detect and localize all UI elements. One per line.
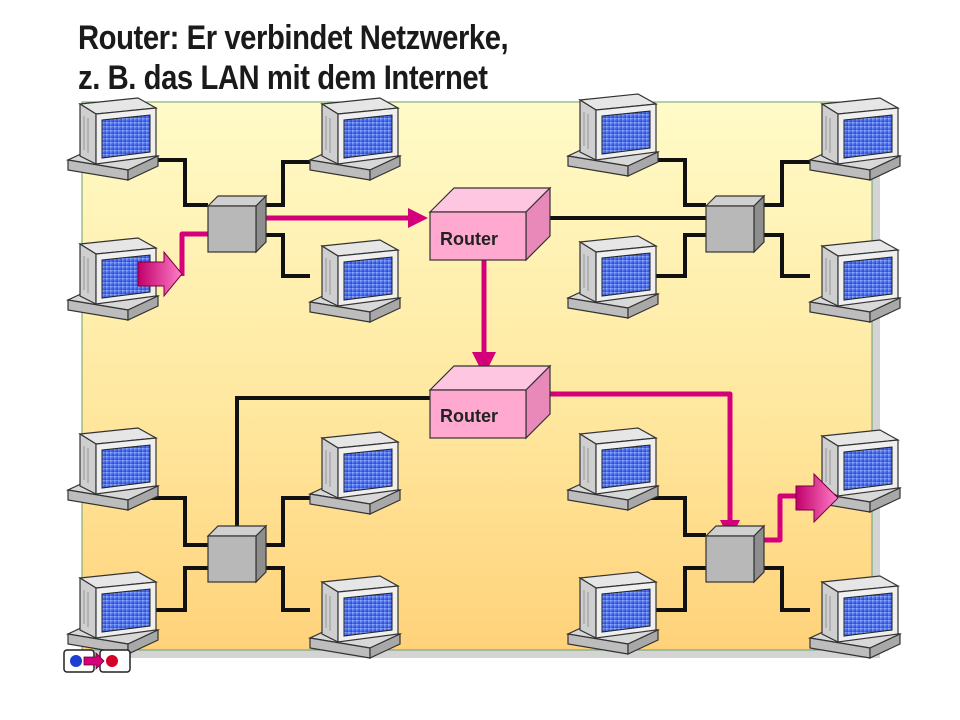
computer-icon: [67, 97, 159, 181]
hub-top-right: [705, 195, 765, 253]
computer-icon: [567, 93, 659, 177]
slide-title: Router: Er verbindet Netzwerke, z. B. da…: [78, 18, 509, 98]
computer-icon: [309, 575, 401, 659]
computer-icon: [567, 235, 659, 319]
computer-icon: [809, 575, 901, 659]
computer-icon: [809, 97, 901, 181]
slide-title-line-1: Router: Er verbindet Netzwerke,: [78, 19, 509, 57]
computer-icon: [67, 571, 159, 655]
slide-title-line-2: z. B. das LAN mit dem Internet: [78, 59, 488, 97]
packet-destination-arrow-icon: [795, 472, 839, 524]
slide-navigation-icon[interactable]: [63, 649, 131, 673]
hub-bottom-right: [705, 525, 765, 583]
computer-icon: [809, 239, 901, 323]
router-top-label: Router: [440, 229, 498, 249]
computer-icon: [567, 571, 659, 655]
computer-icon: [309, 97, 401, 181]
computer-icon: [309, 239, 401, 323]
highlighted-route: [179, 215, 800, 543]
network-cables: [150, 158, 810, 612]
computer-icon: [567, 427, 659, 511]
router-bottom: Router: [429, 365, 551, 439]
computer-icon: [67, 427, 159, 511]
computer-icon: [309, 431, 401, 515]
hub-bottom-left: [207, 525, 267, 583]
packet-source-arrow-icon: [137, 250, 183, 298]
router-top: Router: [429, 187, 551, 261]
hub-top-left: [207, 195, 267, 253]
router-bottom-label: Router: [440, 406, 498, 426]
